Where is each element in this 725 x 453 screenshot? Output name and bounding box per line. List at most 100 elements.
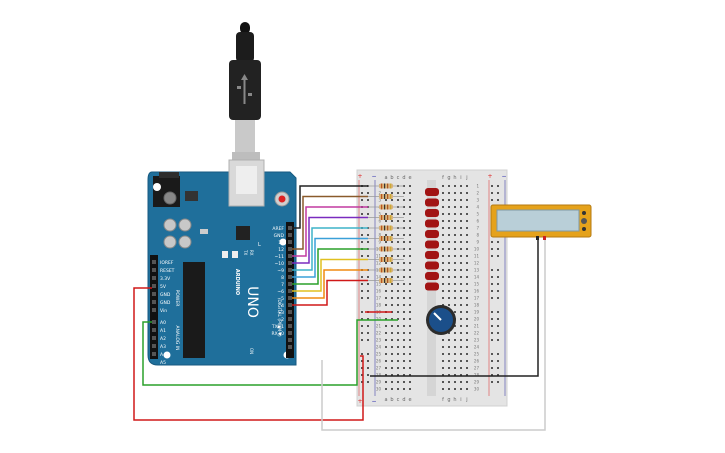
row-label: 27 xyxy=(376,366,382,371)
row-label: 9 xyxy=(476,240,479,245)
hole xyxy=(409,290,411,292)
row-label: 12 xyxy=(376,261,382,266)
digital-pin-label: 4 xyxy=(281,303,284,309)
hole xyxy=(466,311,468,313)
row-label: 11 xyxy=(474,254,480,259)
hole xyxy=(442,192,444,194)
rail-hole xyxy=(491,318,493,320)
hole xyxy=(409,192,411,194)
hole xyxy=(409,318,411,320)
hole xyxy=(454,374,456,376)
hole xyxy=(454,290,456,292)
hole xyxy=(454,304,456,306)
digital-header xyxy=(288,226,292,349)
rail-hole xyxy=(497,297,499,299)
hole xyxy=(448,269,450,271)
hole xyxy=(454,255,456,257)
hole xyxy=(391,290,393,292)
hole xyxy=(442,374,444,376)
hole xyxy=(454,199,456,201)
column-label: d xyxy=(402,397,405,403)
row-label: 22 xyxy=(376,331,382,336)
digital-pin-label: 13 xyxy=(278,240,284,246)
hole xyxy=(466,262,468,264)
hole xyxy=(442,339,444,341)
power-pin-label: GND xyxy=(160,300,171,306)
rail-hole xyxy=(491,367,493,369)
hole xyxy=(448,339,450,341)
hole xyxy=(385,192,387,194)
hole xyxy=(460,276,462,278)
hole xyxy=(397,255,399,257)
hole xyxy=(466,192,468,194)
analog-pin-label: A0 xyxy=(160,320,166,326)
resistor-band xyxy=(381,278,383,283)
hole xyxy=(454,185,456,187)
rail-hole xyxy=(361,241,363,243)
hole xyxy=(442,304,444,306)
hole xyxy=(391,276,393,278)
hole xyxy=(397,318,399,320)
digital-pin-label: 8 xyxy=(281,275,284,281)
hole xyxy=(403,283,405,285)
hole xyxy=(442,248,444,250)
hole xyxy=(385,290,387,292)
resistor-band xyxy=(387,215,389,220)
resistor-band xyxy=(384,278,386,283)
hole xyxy=(403,290,405,292)
hole xyxy=(409,360,411,362)
hole xyxy=(385,346,387,348)
jumper-wire xyxy=(292,258,368,292)
hole xyxy=(454,297,456,299)
hole xyxy=(460,353,462,355)
hole xyxy=(442,220,444,222)
hole xyxy=(397,213,399,215)
hole xyxy=(409,276,411,278)
hole xyxy=(397,283,399,285)
hole xyxy=(403,304,405,306)
row-label: 17 xyxy=(474,296,480,301)
column-label: j xyxy=(465,175,467,181)
rail-minus-label: − xyxy=(371,173,376,180)
hole xyxy=(397,339,399,341)
column-label: h xyxy=(453,175,456,181)
rail-hole xyxy=(367,381,369,383)
hole xyxy=(454,360,456,362)
hole xyxy=(391,220,393,222)
row-label: 23 xyxy=(474,338,480,343)
hole xyxy=(460,290,462,292)
hole xyxy=(385,304,387,306)
row-label: 14 xyxy=(474,275,480,280)
rail-hole xyxy=(367,367,369,369)
digital-pin-label: TX▶1 xyxy=(271,324,284,330)
hole xyxy=(466,346,468,348)
hole xyxy=(397,199,399,201)
hole xyxy=(454,220,456,222)
rail-minus-label-right: − xyxy=(501,173,506,180)
hole xyxy=(466,199,468,201)
rail-hole xyxy=(361,192,363,194)
analog-pin-label: A4 xyxy=(160,352,166,358)
rail-hole xyxy=(367,213,369,215)
led xyxy=(425,261,439,270)
rail-hole xyxy=(497,269,499,271)
hole xyxy=(409,311,411,313)
column-label: e xyxy=(408,175,411,181)
hole xyxy=(409,283,411,285)
hole xyxy=(466,185,468,187)
extra-wires xyxy=(133,240,546,431)
rail-hole xyxy=(367,374,369,376)
rail-hole xyxy=(367,283,369,285)
hole xyxy=(442,255,444,257)
rail-plus-label-bottom: + xyxy=(357,398,362,405)
hole xyxy=(385,220,387,222)
row-label: 28 xyxy=(376,373,382,378)
rail-hole xyxy=(497,374,499,376)
hole xyxy=(454,234,456,236)
row-label: 15 xyxy=(474,282,480,287)
resistor-band xyxy=(387,183,389,189)
hole xyxy=(385,381,387,383)
resistor xyxy=(379,183,393,189)
resistor-band xyxy=(381,236,383,241)
